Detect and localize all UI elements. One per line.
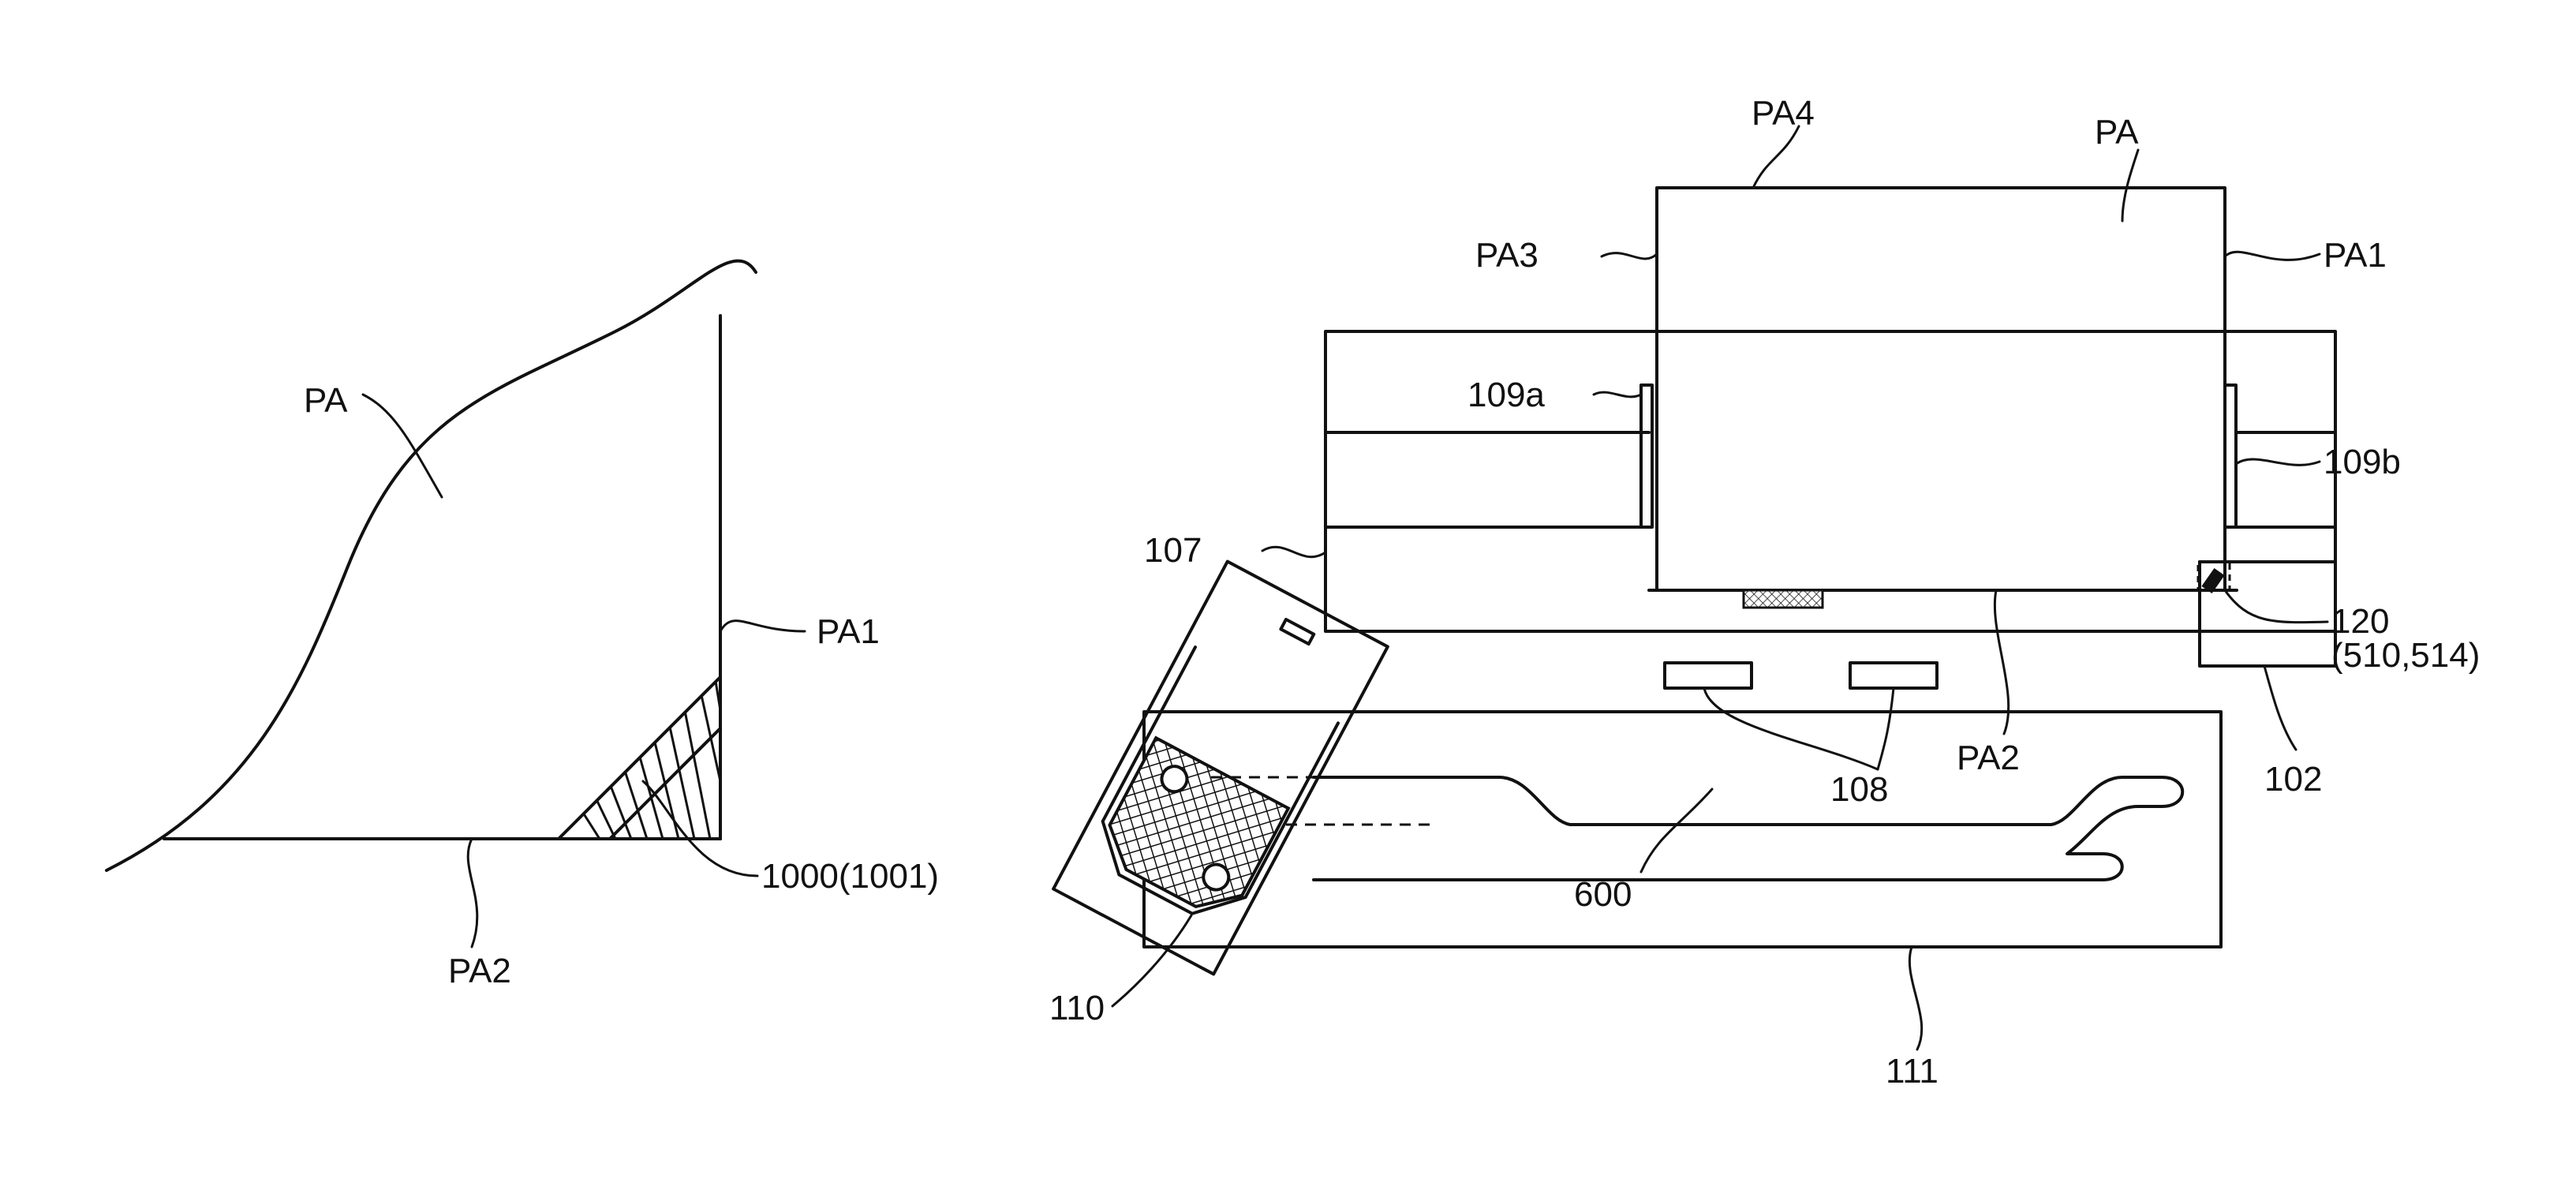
label-102: 102: [2264, 760, 2322, 799]
guide-109b: [2225, 385, 2236, 527]
label-120: 120: [2331, 602, 2389, 641]
label-110: 110: [1049, 989, 1105, 1027]
label-600: 600: [1574, 875, 1632, 914]
label-107: 107: [1144, 531, 1202, 570]
right-figure: PA4 PA PA3 PA1 109a 109b 107 120 (510,51…: [1049, 94, 2480, 1091]
label-pa-left: PA: [304, 381, 348, 420]
pad-under-sheet: [1744, 590, 1823, 608]
left-figure: PA PA1 PA2 1000(1001): [107, 261, 939, 990]
sheet-pa-edge-curve: [107, 261, 756, 870]
conveyance-path-600: [1314, 777, 2182, 880]
label-pa1-left: PA1: [817, 612, 880, 651]
label-111: 111: [1886, 1052, 1939, 1091]
label-108: 108: [1830, 770, 1888, 809]
pad-108-left: [1665, 663, 1752, 688]
label-109b: 109b: [2324, 443, 2401, 481]
sheet-pa: [1657, 188, 2225, 590]
pad-108-right: [1850, 663, 1937, 688]
label-1000-1001: 1000(1001): [761, 857, 939, 896]
cartridge-110: [1053, 562, 1388, 975]
guide-109a: [1641, 385, 1652, 527]
base-111: [1144, 712, 2221, 947]
label-pa2-left: PA2: [448, 952, 511, 990]
label-pa3: PA3: [1475, 236, 1538, 275]
label-120-sub: (510,514): [2331, 636, 2480, 675]
label-pa1-right: PA1: [2324, 236, 2387, 275]
label-pa2-right: PA2: [1957, 739, 2020, 777]
label-pa-right: PA: [2095, 113, 2139, 152]
label-109a: 109a: [1467, 376, 1545, 414]
corner-member-1000: [559, 647, 720, 839]
label-pa4: PA4: [1752, 94, 1815, 133]
